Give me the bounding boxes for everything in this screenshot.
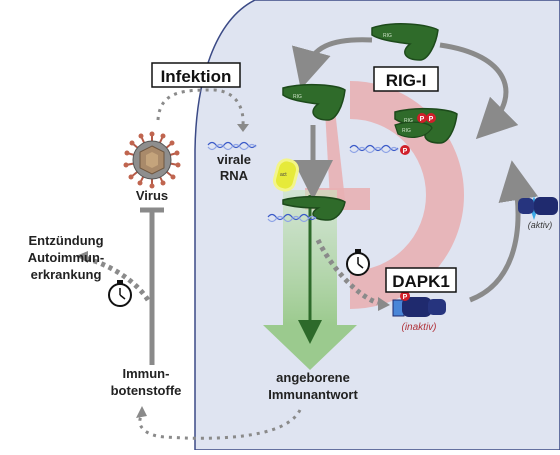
dapk1-protein-icon: (aktiv) (518, 196, 558, 230)
label-entzuendung: Entzündung (28, 233, 103, 248)
dapk1-protein-icon: P (inaktiv) (392, 291, 446, 333)
arrow-rig-to-active (439, 42, 519, 140)
rig-tag: RIG (402, 128, 411, 134)
label-dapk1: DAPK1 (392, 272, 450, 291)
rna-strand-icon (267, 213, 317, 223)
label-rna: RNA (220, 168, 249, 183)
rig-tag: RIG (383, 33, 392, 39)
stopwatch-icon (346, 249, 370, 276)
label-erkrankung: erkrankung (31, 267, 102, 282)
label-immun: Immun- (123, 366, 170, 381)
rig-i-protein-icon: RIG (371, 23, 439, 61)
virus-icon (123, 131, 181, 189)
stopwatch-icon (108, 280, 132, 307)
phospho-markers-rig: P P P (400, 113, 436, 155)
act-protein-icon: act (272, 158, 300, 192)
svg-text:P: P (403, 294, 408, 301)
rig-tag: RIG (293, 94, 302, 100)
rig-i-protein-icon (282, 195, 346, 221)
rna-strand-icon (207, 141, 257, 151)
label-rig-i: RIG-I (386, 71, 427, 90)
act-tag: act (280, 172, 287, 178)
dotted-rna-dapk (315, 238, 379, 306)
svg-text:P: P (429, 116, 434, 123)
label-autoimmun: Autoimmun- (28, 250, 105, 265)
label-angeborene: angeborene (276, 370, 350, 385)
arrow-rig-to-rig (291, 37, 373, 90)
label-infektion: Infektion (161, 67, 232, 86)
rig-tag: RIG (404, 118, 413, 124)
rig-i-protein-icon: RIG (282, 83, 346, 121)
svg-text:P: P (403, 148, 408, 155)
label-virus: Virus (136, 188, 168, 203)
label-botenstoffe: botenstoffe (111, 383, 182, 398)
rna-strand-icon (349, 144, 399, 154)
arrow-dapk-activation (469, 160, 539, 303)
dotted-response-immun (138, 409, 302, 440)
inaktiv-label: (inaktiv) (401, 322, 436, 333)
svg-text:P: P (420, 116, 425, 123)
aktiv-label: (aktiv) (528, 220, 553, 230)
dotted-virus-infektion (156, 88, 245, 126)
label-immunantwort: Immunantwort (268, 387, 358, 402)
label-virale: virale (217, 152, 251, 167)
rig-i-protein-icon: RIG RIG (394, 107, 458, 144)
